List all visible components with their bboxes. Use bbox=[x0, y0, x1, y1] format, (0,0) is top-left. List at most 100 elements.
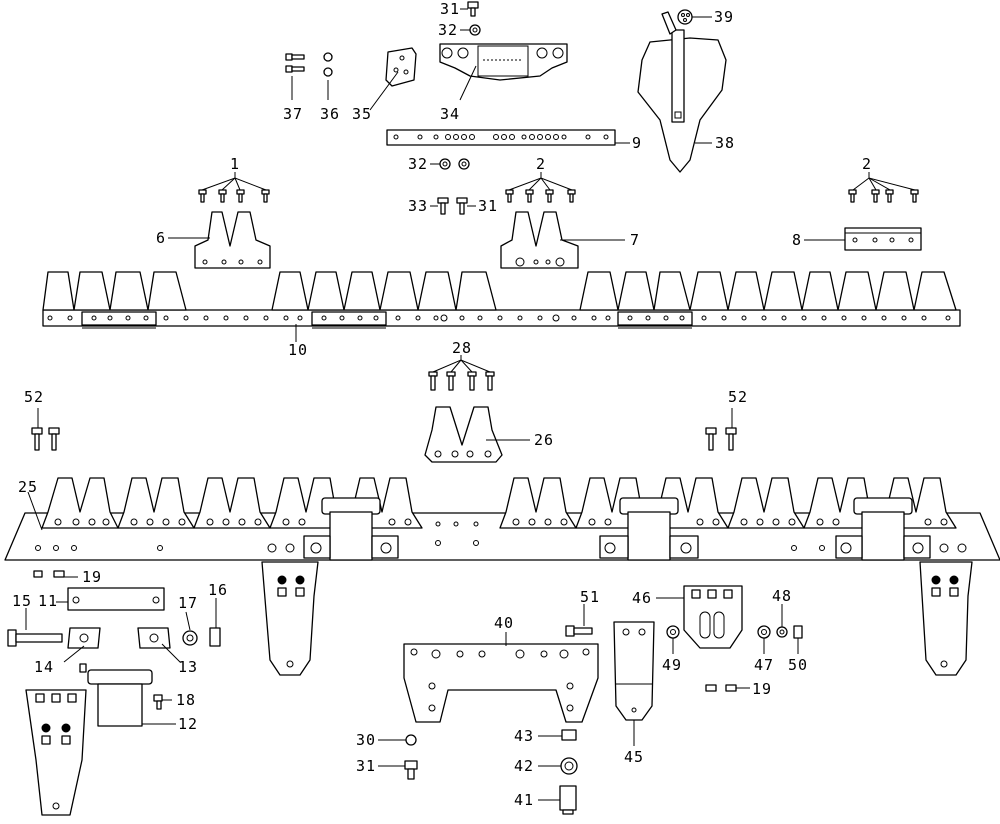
label-31-top: 31 bbox=[440, 0, 460, 18]
part-11-strap bbox=[67, 587, 165, 611]
part-45-guard bbox=[613, 621, 655, 721]
part-50-pin bbox=[793, 625, 803, 639]
label-45: 45 bbox=[624, 748, 644, 766]
label-28: 28 bbox=[452, 339, 472, 357]
label-14: 14 bbox=[34, 658, 54, 676]
label-10: 10 bbox=[288, 341, 308, 359]
label-19-left: 19 bbox=[82, 568, 102, 586]
part-34-clamp bbox=[439, 43, 568, 81]
part-16-pin bbox=[209, 627, 221, 647]
label-9: 9 bbox=[632, 134, 642, 152]
label-46: 46 bbox=[632, 589, 652, 607]
label-47: 47 bbox=[754, 656, 774, 674]
label-50: 50 bbox=[788, 656, 808, 674]
part-9-bar bbox=[386, 129, 616, 146]
label-11: 11 bbox=[38, 592, 58, 610]
part-12-clip bbox=[87, 669, 153, 727]
label-17: 17 bbox=[178, 594, 198, 612]
part-18-bolt bbox=[153, 694, 163, 710]
part-17-washer bbox=[182, 630, 198, 646]
label-16: 16 bbox=[208, 581, 228, 599]
label-18: 18 bbox=[176, 691, 196, 709]
label-35: 35 bbox=[352, 105, 372, 123]
label-42: 42 bbox=[514, 757, 534, 775]
part-19-nut-right bbox=[705, 684, 737, 692]
part-28-rivets bbox=[428, 355, 495, 391]
label-37: 37 bbox=[283, 105, 303, 123]
label-52-left: 52 bbox=[24, 388, 44, 406]
label-32-mid: 32 bbox=[408, 155, 428, 173]
part-39-nut bbox=[677, 9, 693, 25]
part-43-bolt bbox=[561, 729, 577, 741]
rivets-group-2-right bbox=[848, 172, 919, 203]
label-31-bottom: 31 bbox=[356, 757, 376, 775]
part-31-bolt-bottom bbox=[404, 760, 418, 780]
guard-bottom-left bbox=[25, 689, 87, 816]
label-30: 30 bbox=[356, 731, 376, 749]
part-14-block bbox=[67, 627, 101, 673]
part-49-washer bbox=[666, 625, 680, 639]
part-51-bolt bbox=[565, 625, 593, 637]
part-15-bolt bbox=[7, 629, 63, 647]
label-51: 51 bbox=[580, 588, 600, 606]
part-19-nut-left bbox=[33, 570, 65, 578]
rivets-group-1 bbox=[198, 172, 270, 203]
label-38: 38 bbox=[715, 134, 735, 152]
rivets-group-2-center bbox=[505, 172, 576, 203]
label-41: 41 bbox=[514, 791, 534, 809]
part-46-plate bbox=[683, 585, 743, 649]
part-52-bolts-left bbox=[31, 408, 60, 451]
label-13: 13 bbox=[178, 658, 198, 676]
part-42-washer bbox=[560, 757, 578, 775]
label-48: 48 bbox=[772, 587, 792, 605]
leader-lines bbox=[25, 8, 845, 801]
label-25: 25 bbox=[18, 478, 38, 496]
callout-labels: 31 32 39 37 36 35 34 9 38 32 1 2 2 33 31… bbox=[12, 0, 872, 809]
part-38-guard bbox=[637, 11, 727, 173]
part-31-bolt-mid bbox=[456, 197, 468, 215]
part-10-knife-bar bbox=[42, 271, 961, 329]
part-35-plate bbox=[385, 47, 417, 87]
part-48-nut bbox=[776, 626, 788, 638]
part-52-bolts-right bbox=[705, 408, 737, 451]
part-41-bolt bbox=[559, 785, 577, 815]
part-31-bolt-top bbox=[467, 1, 479, 17]
label-2-center: 2 bbox=[536, 155, 546, 173]
part-26-section bbox=[424, 406, 503, 463]
label-31-mid: 31 bbox=[478, 197, 498, 215]
part-30-nut bbox=[405, 734, 417, 746]
part-32-washers-mid bbox=[439, 158, 470, 170]
label-52-right: 52 bbox=[728, 388, 748, 406]
bar-guard-left bbox=[261, 561, 319, 676]
part-33-bolt bbox=[437, 197, 449, 215]
label-6: 6 bbox=[156, 229, 166, 247]
part-8-strip bbox=[844, 227, 922, 251]
part-40-bracket bbox=[403, 643, 599, 723]
label-33: 33 bbox=[408, 197, 428, 215]
label-1: 1 bbox=[230, 155, 240, 173]
bar-guard-right bbox=[919, 561, 973, 676]
part-32-washer-top bbox=[469, 24, 481, 36]
part-25-cutter-bar bbox=[4, 477, 1000, 561]
label-2-right: 2 bbox=[862, 155, 872, 173]
label-39: 39 bbox=[714, 8, 734, 26]
part-36-nuts bbox=[323, 52, 333, 100]
label-8: 8 bbox=[792, 231, 802, 249]
label-43: 43 bbox=[514, 727, 534, 745]
label-40: 40 bbox=[494, 614, 514, 632]
label-15: 15 bbox=[12, 592, 32, 610]
label-36: 36 bbox=[320, 105, 340, 123]
part-13-block bbox=[137, 627, 171, 649]
label-7: 7 bbox=[630, 231, 640, 249]
label-34: 34 bbox=[440, 105, 460, 123]
label-26: 26 bbox=[534, 431, 554, 449]
label-19-right: 19 bbox=[752, 680, 772, 698]
part-37-bolts bbox=[285, 53, 305, 100]
part-7-section bbox=[500, 211, 579, 269]
label-12: 12 bbox=[178, 715, 198, 733]
label-32-top: 32 bbox=[438, 21, 458, 39]
part-47-washer bbox=[757, 625, 771, 639]
part-6-section bbox=[194, 211, 271, 269]
